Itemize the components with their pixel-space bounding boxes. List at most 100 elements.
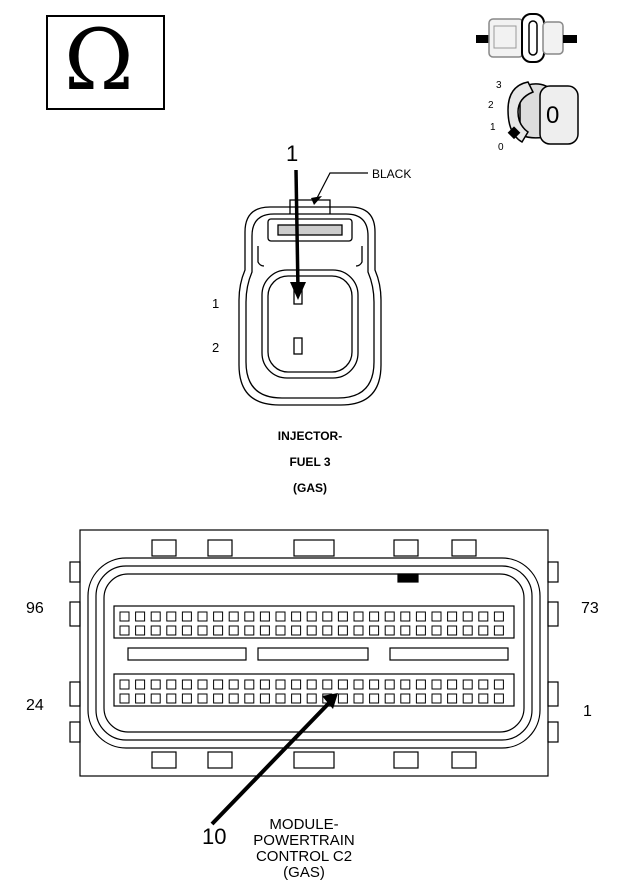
pcm-pin-cavity — [415, 693, 426, 704]
injector-caption: INJECTOR- FUEL 3 (GAS) — [250, 423, 370, 501]
pcm-pin-cavity — [447, 693, 458, 704]
injector-caption-line-2: FUEL 3 — [289, 455, 331, 469]
pcm-pin-cavity — [244, 679, 255, 690]
pcm-pin-cavity — [431, 679, 442, 690]
pcm-pin-cavity — [306, 679, 317, 690]
pcm-caption-line-1: MODULE- — [269, 816, 339, 833]
pcm-pin-cavity — [493, 693, 504, 704]
pcm-pin-cavity — [447, 611, 458, 622]
pcm-pin-cavity — [353, 679, 364, 690]
pcm-pin-cavity — [447, 625, 458, 636]
pcm-pin-cavity — [291, 611, 302, 622]
pcm-pin-label-1: 1 — [583, 703, 592, 720]
pcm-pin-cavity — [337, 611, 348, 622]
pcm-pin-cavity — [150, 611, 161, 622]
pcm-pin-cavity — [259, 693, 270, 704]
pcm-pin-cavity — [369, 611, 380, 622]
pcm-pin-cavity — [306, 625, 317, 636]
pcm-pin-cavity — [478, 625, 489, 636]
pcm-pin-cavity — [353, 611, 364, 622]
pcm-caption-line-4: (GAS) — [283, 864, 325, 881]
pcm-pin-cavity — [400, 625, 411, 636]
pcm-pin-cavity — [166, 625, 177, 636]
pcm-pin-grid — [119, 611, 504, 704]
pcm-pin-cavity — [337, 625, 348, 636]
pcm-pin-cavity — [431, 611, 442, 622]
pcm-pin-cavity — [135, 679, 146, 690]
pcm-pin-cavity — [353, 693, 364, 704]
pcm-pin-cavity — [493, 625, 504, 636]
pcm-pin-cavity — [431, 625, 442, 636]
pcm-pin-cavity — [400, 679, 411, 690]
pcm-pin-cavity — [384, 625, 395, 636]
key-position-2: 2 — [488, 100, 494, 111]
pcm-pin-cavity — [135, 611, 146, 622]
pcm-pin-cavity — [415, 625, 426, 636]
pcm-pin-cavity — [228, 625, 239, 636]
pcm-pin-cavity — [415, 679, 426, 690]
pcm-connector-body — [69, 529, 559, 777]
pcm-pin-cavity — [259, 679, 270, 690]
key-position-0: 0 — [498, 142, 504, 153]
pcm-pin-cavity — [275, 625, 286, 636]
pcm-pin-cavity — [306, 693, 317, 704]
pcm-pin-cavity — [135, 625, 146, 636]
injector-pin-label-2: 2 — [212, 340, 220, 355]
pcm-pin-cavity — [119, 611, 130, 622]
key-position-1: 1 — [490, 122, 496, 133]
injector-caption-line-3: (GAS) — [293, 481, 327, 495]
pcm-pin-cavity — [228, 693, 239, 704]
pcm-pin-cavity — [197, 625, 208, 636]
pcm-pin-cavity — [150, 679, 161, 690]
pcm-pin-label-73: 73 — [581, 600, 599, 617]
pcm-pin-cavity — [197, 679, 208, 690]
pcm-pin-label-24: 24 — [26, 697, 44, 714]
pcm-pin-cavity — [478, 679, 489, 690]
pcm-caption-line-3: CONTROL C2 — [255, 848, 353, 865]
pcm-pin-cavity — [275, 693, 286, 704]
pcm-pin-cavity — [415, 611, 426, 622]
pcm-pin-cavity — [244, 611, 255, 622]
pcm-pin-cavity — [353, 625, 364, 636]
pcm-pin-cavity — [150, 625, 161, 636]
pcm-pin-cavity — [244, 625, 255, 636]
pcm-pin-cavity — [119, 679, 130, 690]
injector-caption-line-1: INJECTOR- — [277, 429, 343, 443]
pcm-pin-cavity — [369, 693, 380, 704]
pcm-pin-cavity — [322, 611, 333, 622]
pcm-caption-line-2: POWERTRAIN — [253, 832, 355, 849]
pcm-pin-label-96: 96 — [26, 600, 44, 617]
pcm-pin-cavity — [213, 611, 224, 622]
pcm-pin-cavity — [447, 679, 458, 690]
pcm-pin-cavity — [306, 611, 317, 622]
key-position-3: 3 — [496, 80, 502, 91]
pcm-pin-cavity — [119, 693, 130, 704]
ohm-symbol-box — [46, 15, 165, 110]
pcm-pin-cavity — [384, 693, 395, 704]
pcm-pin-cavity — [228, 679, 239, 690]
injector-connector-body — [238, 199, 382, 406]
pcm-pin-cavity — [259, 625, 270, 636]
pcm-pin-cavity — [478, 693, 489, 704]
pcm-pin-cavity — [166, 693, 177, 704]
injector-color-label: BLACK — [372, 167, 412, 181]
pcm-pin-cavity — [275, 679, 286, 690]
injector-callout-number: 1 — [286, 141, 299, 166]
pcm-pin-cavity — [322, 625, 333, 636]
pcm-caption: MODULE- POWERTRAIN CONTROL C2 (GAS) — [224, 817, 384, 881]
pcm-pin-cavity — [400, 693, 411, 704]
pcm-pin-cavity — [150, 693, 161, 704]
pcm-pin-cavity — [213, 625, 224, 636]
pcm-pin-cavity — [369, 679, 380, 690]
injector-pin-cavity-2 — [293, 337, 303, 355]
key-position-value: 0 — [546, 102, 560, 129]
pcm-pin-cavity — [181, 693, 192, 704]
pcm-pin-cavity — [462, 693, 473, 704]
pcm-pin-cavity — [384, 611, 395, 622]
injector-callout-arrow — [290, 169, 306, 300]
pcm-callout-arrow — [210, 693, 338, 826]
pcm-pin-cavity — [462, 611, 473, 622]
pcm-pin-cavity — [322, 679, 333, 690]
pcm-pin-cavity — [384, 679, 395, 690]
pcm-pin-cavity — [228, 611, 239, 622]
